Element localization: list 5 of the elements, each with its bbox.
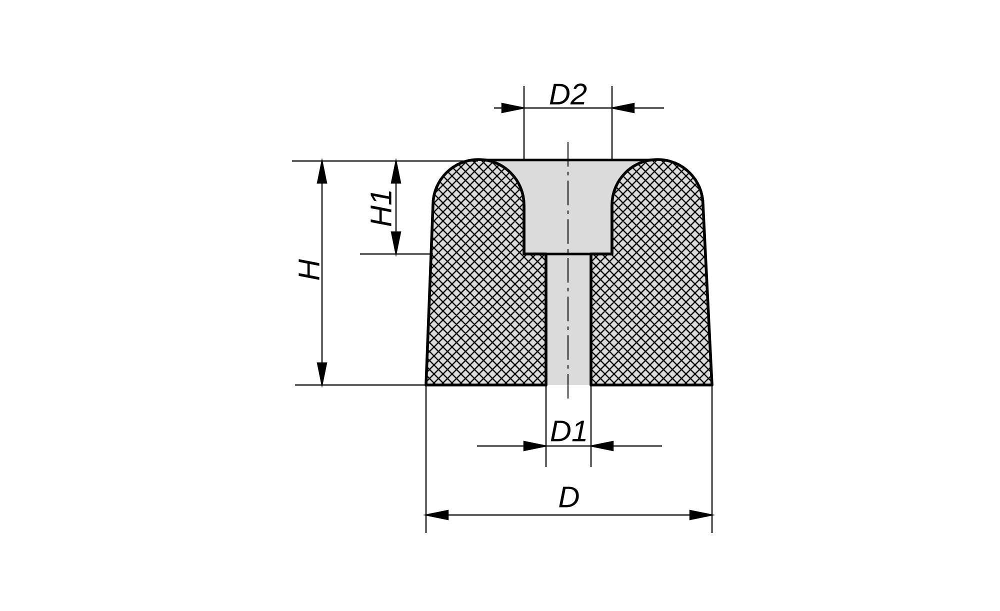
dimension-label: D2 bbox=[550, 84, 587, 104]
dimension-label: H1 bbox=[370, 191, 392, 226]
dimension-label: D1 bbox=[550, 420, 586, 442]
dimension-label: H bbox=[298, 259, 320, 280]
dimension-label: D bbox=[559, 486, 579, 508]
